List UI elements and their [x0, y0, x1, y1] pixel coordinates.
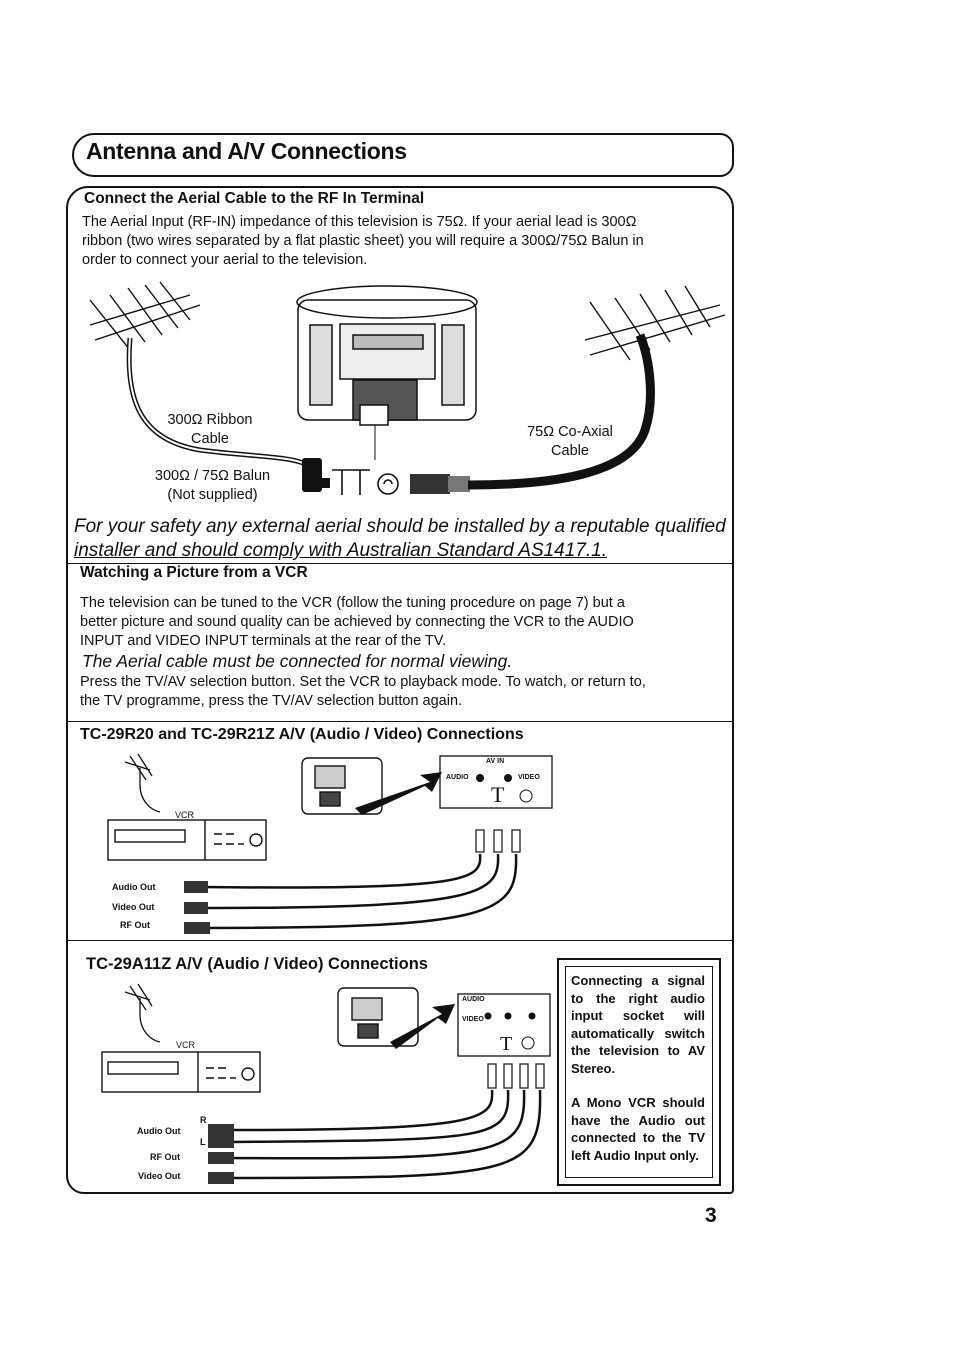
ribbon-cable-label: 300Ω Ribbon Cable: [155, 411, 265, 449]
safety-line-1: For your safety any external aerial shou…: [74, 516, 726, 537]
tv-rear-icon: [296, 285, 478, 426]
video-label-2: VIDEO: [462, 1016, 484, 1023]
tv-rear-icon-3: [337, 987, 419, 1047]
left-antenna-icon: [89, 281, 201, 351]
divider-2: [68, 721, 732, 722]
section2-line-3: INPUT and VIDEO INPUT terminals at the r…: [80, 633, 447, 649]
section2-text-2: Press the TV/AV selection button. Set th…: [80, 673, 730, 711]
av-diagram-2: T: [101, 983, 551, 1184]
section2-line-4: Press the TV/AV selection button. Set th…: [80, 674, 646, 690]
stereo-note: Connecting a signal to the right audio i…: [571, 972, 705, 1164]
r-label: R: [200, 1115, 207, 1125]
vcr-label-1: VCR: [175, 810, 195, 820]
section2-heading: Watching a Picture from a VCR: [80, 564, 308, 581]
section4-heading: TC-29A11Z A/V (Audio / Video) Connection…: [86, 955, 428, 973]
coax-cable-label: 75Ω Co-Axial Cable: [515, 423, 625, 461]
coax-label-line1: 75Ω Co-Axial: [527, 424, 613, 440]
aerial-required-note: The Aerial cable must be connected for n…: [82, 651, 513, 671]
section3-heading: TC-29R20 and TC-29R21Z A/V (Audio / Vide…: [80, 726, 524, 743]
page-number: 3: [705, 1204, 717, 1227]
svg-text:T: T: [491, 782, 505, 807]
main-frame: [66, 186, 734, 1194]
ribbon-label-line1: 300Ω Ribbon: [167, 412, 253, 428]
balun-label: 300Ω / 75Ω Balun (Not supplied): [140, 467, 285, 505]
page-title: Antenna and A/V Connections: [86, 138, 407, 164]
rf-out-label-1: RF Out: [120, 920, 150, 930]
balun-label-line2: (Not supplied): [167, 487, 258, 503]
section1-heading: Connect the Aerial Cable to the RF In Te…: [84, 190, 425, 207]
section2-line-2: better picture and sound quality can be …: [80, 614, 634, 630]
safety-line-2: installer and should comply with Austral…: [74, 540, 608, 561]
aerial-diagram: [89, 281, 726, 495]
divider-1: [68, 563, 732, 564]
note-stereo: Connecting a signal to the right audio i…: [571, 973, 705, 1076]
video-out-label-2: Video Out: [138, 1171, 181, 1181]
av-diagram-1: T: [107, 753, 553, 934]
rf-out-label-2: RF Out: [150, 1152, 180, 1162]
section1-line-3: order to connect your aerial to the tele…: [82, 252, 368, 268]
vcr-label-2: VCR: [176, 1040, 196, 1050]
audio-label-2: AUDIO: [462, 996, 485, 1003]
av-in-label: AV IN: [486, 758, 505, 765]
divider-3: [68, 940, 732, 941]
right-antenna-icon: [584, 285, 726, 361]
note-frame-inner: [565, 966, 713, 1178]
section2-line-5: the TV programme, press the TV/AV select…: [80, 693, 463, 709]
note-frame-outer: [557, 958, 721, 1186]
coax-label-line2: Cable: [551, 443, 589, 459]
audio-out-label-2: Audio Out: [137, 1126, 181, 1136]
safety-notice: For your safety any external aerial shou…: [74, 515, 734, 563]
audio-label-1: AUDIO: [446, 774, 469, 781]
video-out-label-1: Video Out: [112, 902, 155, 912]
section1-line-1: The Aerial Input (RF-IN) impedance of th…: [82, 214, 637, 230]
vcr-icon: [107, 819, 267, 861]
section2-text: The television can be tuned to the VCR (…: [80, 594, 720, 651]
video-label-1: VIDEO: [518, 774, 540, 781]
ribbon-label-line2: Cable: [191, 431, 229, 447]
section2-line-1: The television can be tuned to the VCR (…: [80, 595, 625, 611]
svg-text:T: T: [500, 1033, 512, 1055]
tv-rear-icon-2: [301, 757, 383, 815]
vcr-icon-2: [101, 1051, 261, 1093]
small-antenna-icon-2: [124, 983, 161, 1043]
balun-label-line1: 300Ω / 75Ω Balun: [154, 468, 271, 484]
audio-out-label-1: Audio Out: [112, 882, 156, 892]
section1-text: The Aerial Input (RF-IN) impedance of th…: [82, 213, 730, 270]
note-mono: A Mono VCR should have the Audio out con…: [571, 1095, 705, 1163]
title-frame: [72, 133, 734, 177]
antenna-terminal-icon: [332, 469, 399, 495]
l-label: L: [200, 1137, 206, 1147]
section1-line-2: ribbon (two wires separated by a flat pl…: [82, 233, 644, 249]
small-antenna-icon: [124, 753, 161, 813]
